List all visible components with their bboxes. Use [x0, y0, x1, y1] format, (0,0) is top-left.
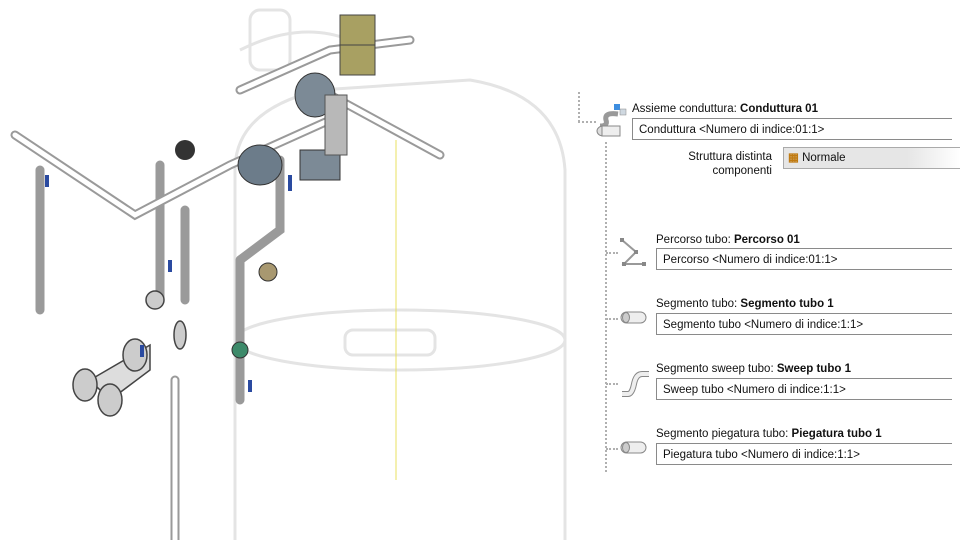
route-name-field[interactable]: Percorso <Numero di indice:01:1> [656, 248, 952, 270]
cad-tube-and-pipe-model [10, 8, 567, 540]
sweep-segment-name-field[interactable]: Sweep tubo <Numero di indice:1:1> [656, 378, 952, 400]
bom-structure-icon: ▦ [788, 152, 799, 164]
sweep-segment-icon [622, 371, 649, 397]
tree-connector [605, 142, 607, 472]
pipe-segment-title-prefix: Segmento tubo: [656, 298, 741, 310]
bom-structure-label: Struttura distinta componenti [688, 151, 772, 177]
assembly-name-field[interactable]: Conduttura <Numero di indice:01:1> [632, 118, 952, 140]
pipe-assembly-icon [596, 104, 627, 137]
assembly-title: Assieme conduttura: Conduttura 01 [632, 103, 818, 115]
bend-segment-name-field[interactable]: Piegatura tubo <Numero di indice:1:1> [656, 443, 952, 465]
sweep-segment-title: Segmento sweep tubo: Sweep tubo 1 [656, 363, 851, 375]
valves [175, 14, 376, 359]
tank-ghost [233, 8, 567, 540]
tree-connector [606, 383, 618, 385]
pipe-segment-name: Segmento tubo 1 [740, 298, 834, 310]
route-title: Percorso tubo: Percorso 01 [656, 234, 800, 246]
tree-connector [578, 121, 596, 123]
route-icon [620, 238, 646, 266]
bend-segment-icon [620, 441, 647, 454]
sweep-segment-title-prefix: Segmento sweep tubo: [656, 363, 777, 375]
assembly-name: Conduttura 01 [740, 103, 818, 115]
route-name: Percorso 01 [733, 234, 800, 246]
sweep-segment-name: Sweep tubo 1 [776, 363, 851, 375]
assembly-title-prefix: Assieme conduttura: [632, 103, 741, 115]
tree-connector [578, 92, 580, 122]
tree-connector [606, 252, 618, 254]
pipe-segment-title: Segmento tubo: Segmento tubo 1 [656, 298, 834, 310]
bom-structure-value: Normale [802, 152, 846, 164]
route-title-prefix: Percorso tubo: [656, 234, 734, 246]
pipe-segment-icon [620, 311, 647, 324]
flanges [72, 290, 187, 417]
pipe-segment-name-field[interactable]: Segmento tubo <Numero di indice:1:1> [656, 313, 952, 335]
bend-segment-title-prefix: Segmento piegatura tubo: [656, 428, 792, 440]
tree-connector [606, 448, 618, 450]
pipes [10, 35, 445, 540]
tree-connector [606, 318, 618, 320]
bend-segment-name: Piegatura tubo 1 [791, 428, 882, 440]
bend-segment-title: Segmento piegatura tubo: Piegatura tubo … [656, 428, 882, 440]
bom-structure-dropdown[interactable]: ▦ Normale [783, 147, 960, 169]
